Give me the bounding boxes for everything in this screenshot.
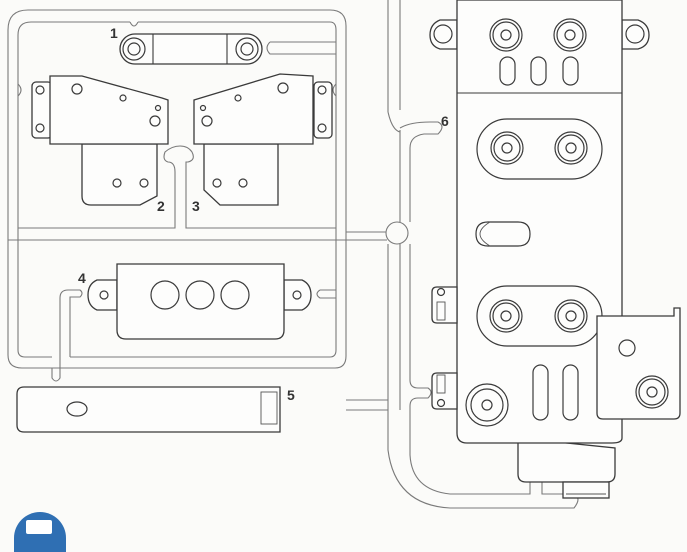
part-4: 4 [78, 263, 312, 340]
part-label-4: 4 [78, 270, 86, 286]
part-3: 3 [192, 73, 333, 214]
part-1: 1 [110, 25, 263, 65]
runner-frame [7, 9, 387, 382]
badge-glyph [26, 520, 52, 534]
part-5: 5 [16, 386, 295, 433]
runner-main [346, 0, 579, 509]
part-label-1: 1 [110, 25, 118, 41]
part-6: 6 [429, 0, 681, 499]
part-label-5: 5 [287, 387, 295, 403]
part-label-3: 3 [192, 198, 200, 214]
sprue-diagram: 1 2 3 4 [7, 0, 681, 509]
part-2: 2 [31, 75, 169, 214]
part-label-6: 6 [441, 113, 449, 129]
part-label-2: 2 [157, 198, 165, 214]
